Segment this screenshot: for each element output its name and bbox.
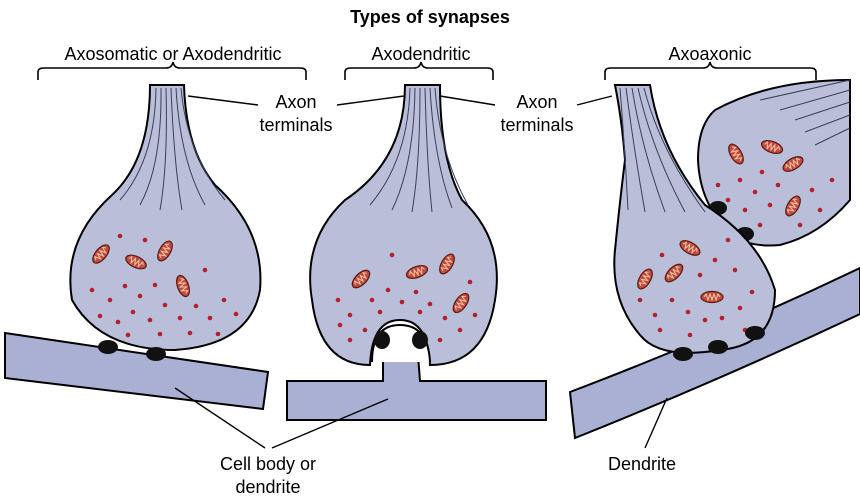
label-axon-terminals-2-line2: terminals	[500, 115, 573, 135]
label-axon-terminals-2-line1: Axon	[516, 92, 557, 112]
label-axon-terminals-1-line1: Axon	[275, 92, 316, 112]
group-label-axosomatic: Axosomatic or Axodendritic	[64, 44, 281, 64]
axon-terminal-middle	[309, 84, 498, 367]
leader-dendrite	[644, 397, 668, 449]
leader-axon-terminals-left	[187, 95, 259, 106]
group-label-axodendritic: Axodendritic	[371, 44, 470, 64]
label-cell-body-line1: Cell body or	[220, 454, 316, 474]
leader-cell-body-middle	[271, 398, 389, 449]
leader-axon-terminals-middle-a	[336, 95, 405, 106]
leader-axon-terminals-right	[576, 95, 613, 106]
group-label-axoaxonic: Axoaxonic	[668, 44, 751, 64]
leader-axon-terminals-middle-b	[439, 95, 496, 106]
axon-terminal-right	[613, 84, 777, 361]
label-dendrite: Dendrite	[608, 454, 676, 474]
postsynaptic-cell-body-left	[4, 331, 270, 411]
group-bracket-axosomatic	[37, 61, 307, 80]
label-cell-body-line2: dendrite	[235, 477, 300, 497]
diagram-title: Types of synapses	[350, 7, 510, 27]
leader-cell-body-left	[174, 387, 266, 449]
label-axon-terminals-1-line2: terminals	[259, 115, 332, 135]
group-bracket-axodendritic	[344, 61, 494, 80]
group-bracket-axoaxonic	[604, 61, 817, 80]
axon-terminal-left	[69, 84, 262, 361]
